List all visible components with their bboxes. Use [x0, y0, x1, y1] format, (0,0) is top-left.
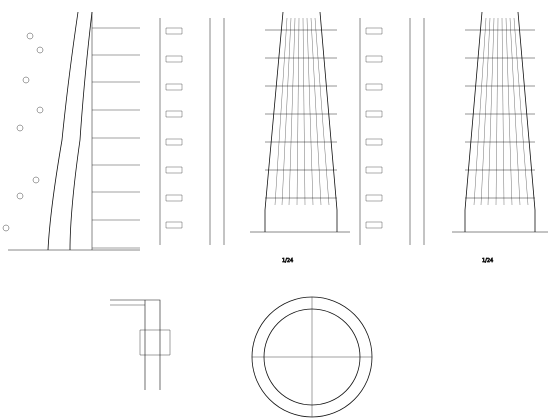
bottom-circle-plan	[252, 297, 372, 417]
center-scale-label: 1/24	[282, 258, 293, 264]
bottom-left-detail	[110, 300, 170, 390]
left-detail-column	[160, 18, 224, 245]
right-scale-label: 1/24	[482, 258, 493, 264]
left-wall-section	[3, 12, 140, 250]
right-detail-column	[360, 18, 424, 245]
right-elevation: 1/24	[452, 12, 548, 264]
center-elevation: 1/24	[250, 12, 350, 264]
